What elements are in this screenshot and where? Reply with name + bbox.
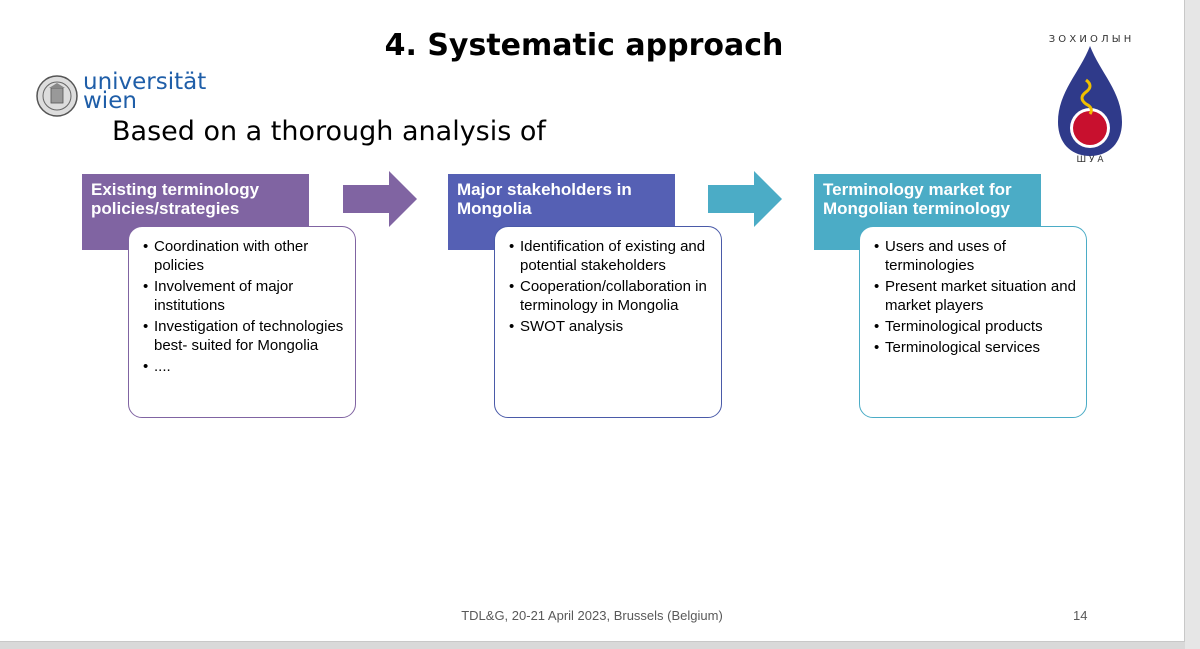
stage-content-stakeholders: Identification of existing and potential… xyxy=(494,226,722,418)
list-item: Cooperation/collaboration in terminology… xyxy=(509,277,713,315)
list-item: Involvement of major institutions xyxy=(143,277,347,315)
stage-content-market: Users and uses of terminologies Present … xyxy=(859,226,1087,418)
list-item: Identification of existing and potential… xyxy=(509,237,713,275)
slide-title: 4. Systematic approach xyxy=(384,28,784,63)
list-item: Coordination with other policies xyxy=(143,237,347,275)
slide-footer: TDL&G, 20-21 April 2023, Brussels (Belgi… xyxy=(461,608,723,623)
list-item: Present market situation and market play… xyxy=(874,277,1078,315)
arrow-right-icon xyxy=(708,171,782,227)
mongolian-academy-logo: З О Х И О Л Ы Н Ш У А xyxy=(1049,34,1132,164)
list-item: Terminological products xyxy=(874,317,1078,336)
list-item: Terminological services xyxy=(874,338,1078,357)
list-item: Users and uses of terminologies xyxy=(874,237,1078,275)
list-item: Investigation of technologies best- suit… xyxy=(143,317,347,355)
svg-text:З О Х И О Л Ы Н: З О Х И О Л Ы Н xyxy=(1049,34,1132,45)
slide-subtitle: Based on a thorough analysis of xyxy=(112,116,546,147)
list-item: SWOT analysis xyxy=(509,317,713,336)
page-number: 14 xyxy=(1073,608,1088,623)
arrow-right-icon xyxy=(343,171,417,227)
stage-content-policies: Coordination with other policies Involve… xyxy=(128,226,356,418)
stage-header-stakeholders: Major stakeholders in Mongolia xyxy=(448,174,675,250)
vertical-scrollbar[interactable] xyxy=(1185,0,1200,649)
svg-text:Ш У А: Ш У А xyxy=(1077,155,1105,164)
list-item: .... xyxy=(143,357,347,376)
university-seal-icon xyxy=(36,75,78,117)
